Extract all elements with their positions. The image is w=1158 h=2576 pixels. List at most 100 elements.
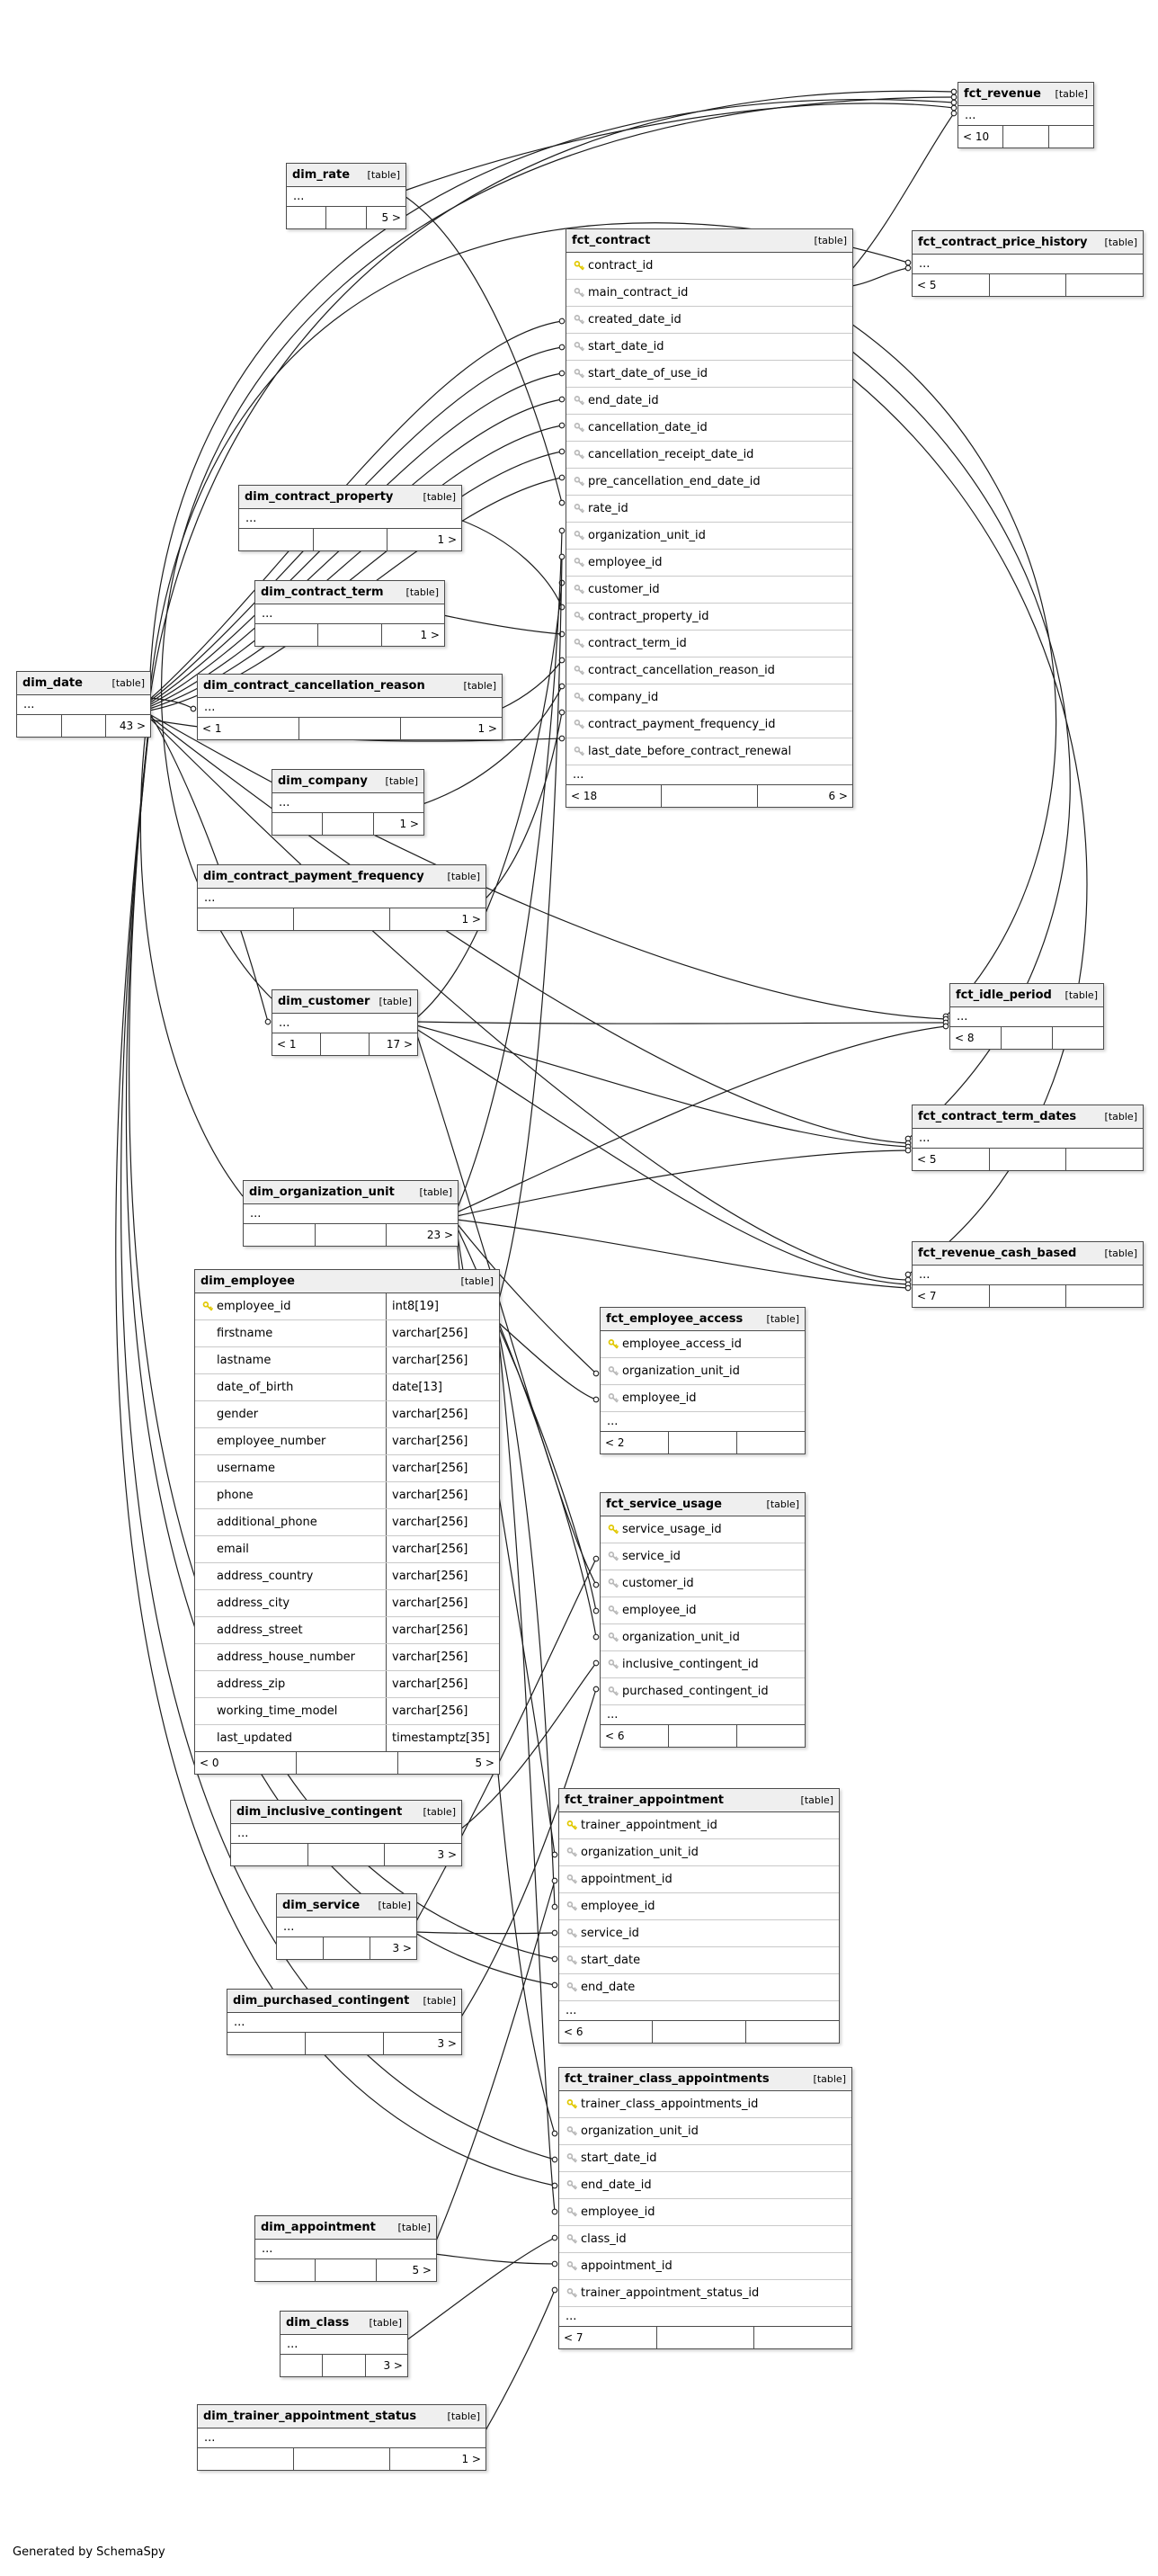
table-header[interactable]: fct_contract[table] <box>566 229 852 253</box>
table-dim_inclusive_contingent[interactable]: dim_inclusive_contingent[table]...3 > <box>230 1800 462 1866</box>
relationship-edge <box>148 697 197 712</box>
table-name: fct_contract_price_history <box>918 236 1088 249</box>
table-name: dim_contract_cancellation_reason <box>203 679 425 693</box>
table-header[interactable]: dim_appointment[table] <box>255 2216 436 2240</box>
foreign-key-cell <box>570 719 588 730</box>
foreign-key-icon <box>574 315 584 325</box>
column-name: employee_id <box>581 1900 655 1913</box>
column-row: created_date_id <box>566 307 852 334</box>
table-header[interactable]: dim_date[table] <box>17 672 150 695</box>
table-header[interactable]: dim_employee[table] <box>195 1270 499 1293</box>
table-name: fct_revenue_cash_based <box>918 1247 1077 1260</box>
table-header[interactable]: dim_trainer_appointment_status[table] <box>198 2405 485 2428</box>
table-fct_revenue_cash_based[interactable]: fct_revenue_cash_based[table]...< 7 <box>912 1241 1144 1308</box>
column-name: address_country <box>217 1570 314 1583</box>
table-header[interactable]: dim_contract_cancellation_reason [table] <box>198 675 502 698</box>
column-name: cancellation_date_id <box>588 421 708 434</box>
table-header[interactable]: fct_idle_period[table] <box>950 984 1103 1007</box>
table-dim_contract_payment_frequency[interactable]: dim_contract_payment_frequency[table]...… <box>197 864 486 931</box>
foreign-key-cell <box>570 314 588 326</box>
foreign-key-icon <box>608 1393 619 1403</box>
table-columns: ... <box>287 187 405 206</box>
more-columns-row: ... <box>913 1129 1143 1148</box>
table-fct_contract_term_dates[interactable]: fct_contract_term_dates[table]...< 5 <box>912 1105 1144 1171</box>
column-name: service_usage_id <box>622 1523 722 1536</box>
table-fct_idle_period[interactable]: fct_idle_period[table]...< 8 <box>949 983 1104 1050</box>
table-header[interactable]: dim_company[table] <box>272 770 423 793</box>
table-header[interactable]: fct_revenue_cash_based[table] <box>913 1242 1143 1266</box>
relationship-degree-cell <box>668 1725 736 1747</box>
table-header[interactable]: dim_class[table] <box>281 2312 407 2335</box>
table-dim_class[interactable]: dim_class[table]...3 > <box>280 2311 408 2377</box>
table-header[interactable]: dim_inclusive_contingent[table] <box>231 1801 461 1824</box>
more-columns-row: ... <box>601 1705 805 1724</box>
table-header[interactable]: dim_contract_property[table] <box>239 486 461 509</box>
table-header[interactable]: dim_contract_term[table] <box>255 581 444 604</box>
table-fct_service_usage[interactable]: fct_service_usage[table] service_usage_id… <box>600 1492 806 1748</box>
table-dim_service[interactable]: dim_service[table]...3 > <box>276 1893 417 1960</box>
foreign-key-cell <box>604 1659 622 1670</box>
table-fct_trainer_class_appointments[interactable]: fct_trainer_class_appointments[table]tra… <box>558 2067 852 2349</box>
table-dim_contract_property[interactable]: dim_contract_property[table]...1 > <box>238 485 462 551</box>
table-header[interactable]: dim_customer[table] <box>272 990 417 1014</box>
column-name: end_date_id <box>581 2178 652 2192</box>
column-name: ... <box>919 257 931 271</box>
column-name: employee_number <box>217 1435 326 1448</box>
table-header[interactable]: fct_contract_price_history [table] <box>913 231 1143 255</box>
table-header[interactable]: fct_trainer_appointment[table] <box>559 1789 839 1812</box>
table-header[interactable]: dim_rate[table] <box>287 164 405 187</box>
table-name: dim_rate <box>292 168 351 182</box>
table-name: dim_contract_property <box>245 490 394 504</box>
table-columns: ... <box>913 255 1143 273</box>
table-dim_purchased_contingent[interactable]: dim_purchased_contingent[table]...3 > <box>227 1989 462 2055</box>
table-dim_organization_unit[interactable]: dim_organization_unit[table]...23 > <box>243 1180 459 1247</box>
table-fct_revenue[interactable]: fct_revenue[table]...< 10 <box>958 82 1094 148</box>
table-header[interactable]: fct_employee_access[table] <box>601 1308 805 1331</box>
column-type: varchar[256] <box>386 1401 495 1427</box>
table-header[interactable]: dim_organization_unit[table] <box>244 1181 458 1204</box>
table-type-tag: [table] <box>397 2222 431 2233</box>
table-footer: 1 > <box>198 908 485 930</box>
relationship-degree-cell: < 6 <box>564 2026 583 2038</box>
table-header[interactable]: fct_trainer_class_appointments[table] <box>559 2068 851 2091</box>
foreign-key-icon <box>566 2180 577 2190</box>
relationship-degree-cell <box>60 715 106 737</box>
table-header[interactable]: fct_service_usage[table] <box>601 1493 805 1516</box>
table-type-tag: [table] <box>463 680 496 692</box>
foreign-key-cell <box>604 1392 622 1404</box>
table-dim_company[interactable]: dim_company[table]...1 > <box>272 769 424 836</box>
column-type: timestamptz[35] <box>386 1725 495 1751</box>
table-header[interactable]: dim_service[table] <box>277 1894 416 1918</box>
table-header[interactable]: fct_contract_term_dates[table] <box>913 1105 1143 1129</box>
more-columns-row: ... <box>198 889 485 908</box>
table-dim_date[interactable]: dim_date[table]...43 > <box>16 671 151 738</box>
relationship-degree-cell: 6 > <box>756 785 852 807</box>
table-header[interactable]: fct_revenue[table] <box>958 83 1093 106</box>
more-columns-row: ... <box>559 2001 839 2020</box>
column-name: ... <box>287 2338 298 2351</box>
table-header[interactable]: dim_purchased_contingent[table] <box>227 1990 461 2013</box>
table-dim_appointment[interactable]: dim_appointment[table]...5 > <box>254 2215 437 2282</box>
table-dim_contract_cancellation_reason[interactable]: dim_contract_cancellation_reason[table].… <box>197 674 503 740</box>
table-dim_rate[interactable]: dim_rate[table]...5 > <box>286 163 406 229</box>
table-dim_trainer_appointment_status[interactable]: dim_trainer_appointment_status[table]...… <box>197 2404 486 2471</box>
foreign-key-icon <box>566 1955 577 1965</box>
foreign-key-icon <box>574 477 584 487</box>
table-header[interactable]: dim_contract_payment_frequency[table] <box>198 865 485 889</box>
table-fct_contract_price_history[interactable]: fct_contract_price_history[table]...< 5 <box>912 230 1144 297</box>
relationship-degree-cell: < 18 <box>571 790 598 802</box>
table-fct_employee_access[interactable]: fct_employee_access[table]employee_acces… <box>600 1307 806 1454</box>
table-type-tag: [table] <box>1104 237 1137 248</box>
column-name: ... <box>607 1415 619 1428</box>
table-dim_contract_term[interactable]: dim_contract_term[table]...1 > <box>254 580 445 647</box>
column-name: date_of_birth <box>217 1381 294 1394</box>
table-fct_trainer_appointment[interactable]: fct_trainer_appointment[table]trainer_ap… <box>558 1788 840 2044</box>
